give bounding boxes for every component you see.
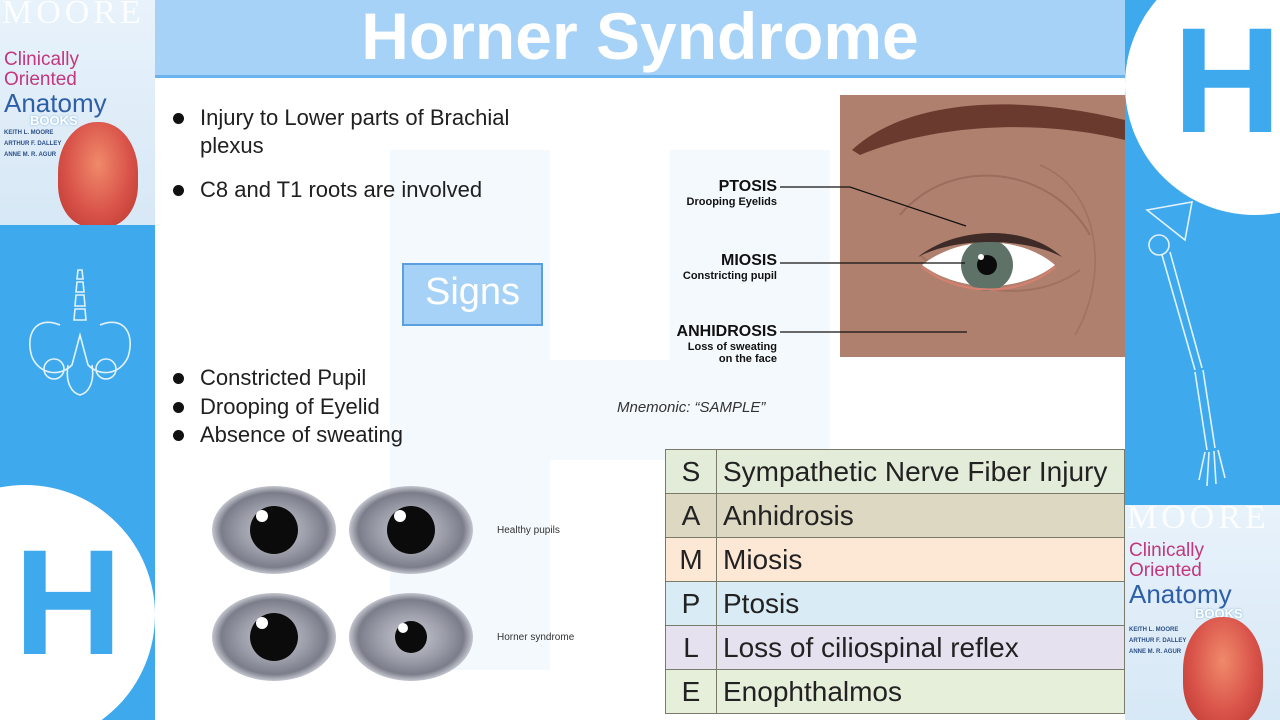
horner-pupil-left [212,593,336,681]
diagram-leader-lines [780,186,967,333]
mnemonic-term: Anhidrosis [716,493,1125,538]
healthy-pupil-left [212,486,336,574]
page-title: Horner Syndrome [361,0,919,73]
title-bar: Horner Syndrome [155,0,1125,78]
bullet-item: C8 and T1 roots are involved [155,176,575,204]
pupils-illustration [212,486,473,681]
bullet-item: Drooping of Eyelid [155,393,555,422]
healthy-pupil-right [349,486,473,574]
signs-bullet-list: Constricted Pupil Drooping of Eyelid Abs… [155,364,555,450]
arm-skeleton-icon [1145,201,1226,487]
book-author-1: KEITH L. MOORE [1129,627,1179,633]
mnemonic-letter: S [665,449,717,494]
mnemonic-letter: P [665,581,717,626]
mnemonic-letter: M [665,537,717,582]
anhidrosis-subtitle-2: on the face [718,353,777,365]
pupil-shape [977,255,997,275]
pelvis-skeleton-icon [29,269,131,396]
mnemonic-caption: Mnemonic: “SAMPLE” [617,399,766,416]
mnemonic-term: Sympathetic Nerve Fiber Injury [716,449,1125,494]
miosis-subtitle: Constricting pupil [682,270,777,282]
right-side-panel: H MOORE Clinically Oriented Anatomy BOOK… [1125,0,1280,720]
logo-h-letter: H [14,518,123,686]
horner-pupil-right [349,593,473,681]
ptosis-label: PTOSIS Drooping Eyelids [635,178,777,208]
book-author-3: ANNE M. R. AGUR [1129,649,1182,655]
mnemonic-term: Loss of ciliospinal reflex [716,625,1125,670]
anhidrosis-subtitle-1: Loss of sweating [687,341,777,353]
book-title-line2: Oriented [1129,560,1202,581]
mnemonic-term: Enophthalmos [716,669,1125,714]
intro-bullet-list: Injury to Lower parts of Brachial plexus… [155,104,575,204]
miosis-title: MIOSIS [720,252,777,269]
bullet-item: Constricted Pupil [155,364,555,393]
miosis-label: MIOSIS Constricting pupil [635,252,777,282]
book-author-2: ARTHUR F. DALLEY [1129,638,1187,644]
anatomy-book-cover: MOORE Clinically Oriented Anatomy BOOKS … [0,0,155,225]
ptosis-subtitle: Drooping Eyelids [686,196,777,208]
book-author-3: ANNE M. R. AGUR [4,152,57,158]
signs-heading: Signs [424,271,521,313]
book-brand: MOORE [1127,505,1270,536]
mnemonic-term: Miosis [716,537,1125,582]
mnemonic-letter: A [665,493,717,538]
signs-heading-box: Signs [402,263,543,326]
eyebrow-shape [852,104,1125,155]
mnemonic-letter: L [665,625,717,670]
bullet-item: Absence of sweating [155,421,555,450]
healthy-pupils-label: Healthy pupils [497,525,560,536]
book-title-line2: Oriented [4,69,77,90]
book-imprint: BOOKS [30,113,78,128]
book-title-line1: Clinically [1129,540,1204,561]
book-title-line3: Anatomy [1129,579,1232,609]
book-author-1: KEITH L. MOORE [4,130,54,136]
book-title-line3: Anatomy [4,88,107,118]
book-brand: MOORE [2,0,145,31]
upper-eyelid [918,232,1062,257]
mnemonic-term: Ptosis [716,581,1125,626]
ptosis-title: PTOSIS [718,178,777,195]
bullet-item: Injury to Lower parts of Brachial plexus [155,104,575,160]
eye-diagram-image [840,95,1125,357]
anatomy-face-image [1183,617,1263,720]
anhidrosis-label: ANHIDROSIS Loss of sweating on the face [625,323,777,365]
horner-syndrome-label: Horner syndrome [497,632,575,643]
mnemonic-letter: E [665,669,717,714]
book-title-line1: Clinically [4,49,79,70]
book-author-2: ARTHUR F. DALLEY [4,141,62,147]
left-side-panel: MOORE Clinically Oriented Anatomy BOOKS … [0,0,155,720]
logo-h-letter: H [1173,0,1280,164]
anhidrosis-title: ANHIDROSIS [676,323,777,340]
anatomy-face-image [58,122,138,225]
anatomy-book-cover: MOORE Clinically Oriented Anatomy BOOKS … [1125,505,1280,720]
slide-content: Horner Syndrome Injury to Lower parts of… [155,0,1125,720]
